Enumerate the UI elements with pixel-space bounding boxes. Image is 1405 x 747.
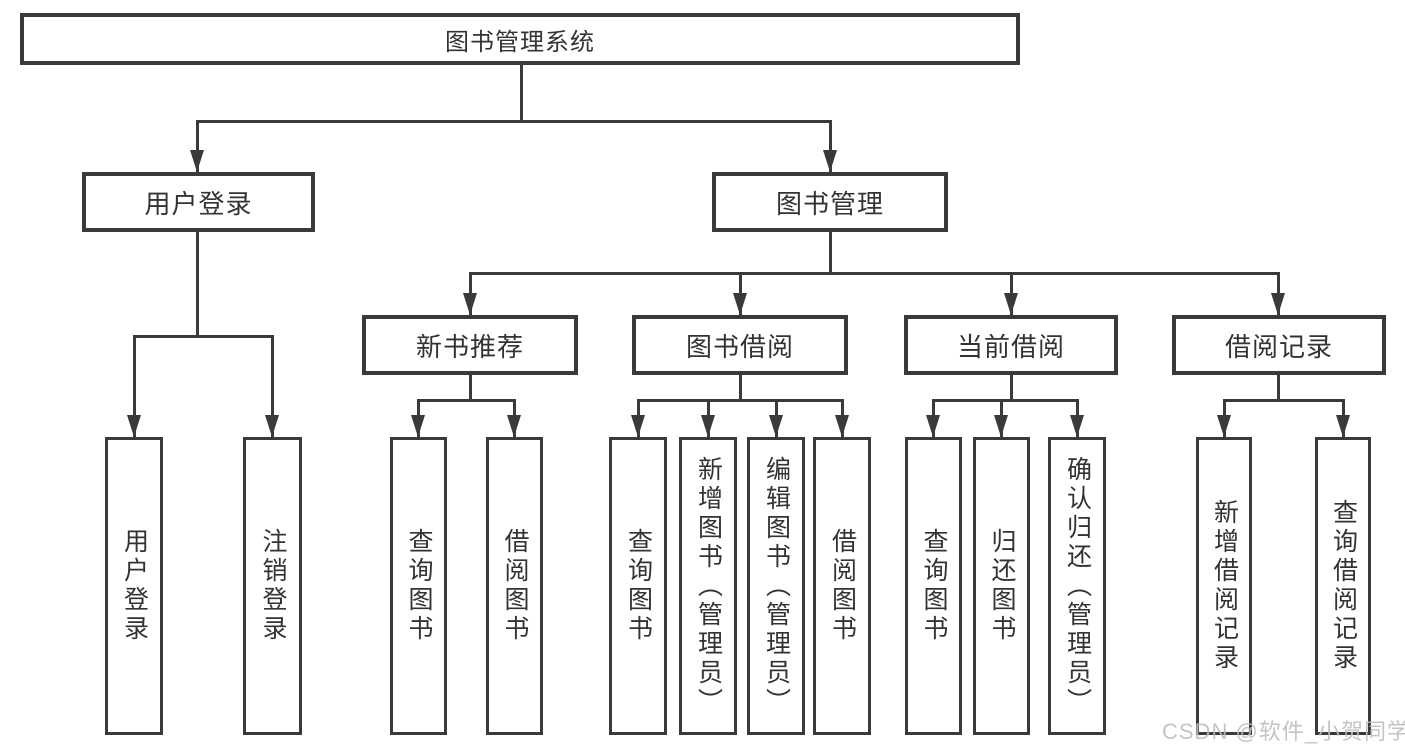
arrow-down-icon [190,150,204,172]
connector-hline [637,399,844,402]
leaf-user-login: 用户登录 [105,437,163,735]
leaf-records-add-record: 新增借阅记录 [1196,437,1252,735]
connector-vline [1277,375,1280,399]
arrow-down-icon [631,415,645,437]
arrow-down-icon [835,415,849,437]
connector-hline [417,399,516,402]
leaf-borrow-borrow-books: 借阅图书 [813,437,871,735]
arrow-down-icon [507,415,521,437]
arrow-down-icon [411,415,425,437]
leaf-borrow-edit-books-admin: 编辑图书（管理员） [747,437,805,735]
csdn-watermark: CSDN @软件_小贺同学 [1162,719,1405,744]
connector-vline [196,232,199,335]
leaf-newbook-query-books: 查询图书 [390,437,447,735]
connector-hline [133,335,274,338]
connector-vline [829,232,832,272]
leaf-logout: 注销登录 [243,437,302,735]
connector-vline [520,65,523,120]
arrow-down-icon [926,415,940,437]
node-borrow-records: 借阅记录 [1172,315,1386,375]
leaf-borrow-add-books-admin: 新增图书（管理员） [679,437,737,735]
arrow-down-icon [701,415,715,437]
arrow-down-icon [769,415,783,437]
arrow-down-icon [1070,415,1084,437]
leaf-current-query-books: 查询图书 [905,437,962,735]
connector-hline [1223,399,1345,402]
arrow-down-icon [1271,293,1285,315]
arrow-down-icon [1336,415,1350,437]
connector-vline [1010,375,1013,399]
node-new-book-recommend: 新书推荐 [362,315,578,375]
connector-vline [829,120,832,172]
connector-hline [196,120,832,123]
connector-hline [469,272,1280,275]
node-book-management: 图书管理 [712,172,948,232]
arrow-down-icon [127,415,141,437]
arrow-down-icon [1217,415,1231,437]
arrow-down-icon [733,293,747,315]
leaf-newbook-borrow-books: 借阅图书 [486,437,543,735]
node-book-borrow: 图书借阅 [632,315,848,375]
leaf-current-confirm-return-admin: 确认归还（管理员） [1048,437,1106,735]
node-library-management-system: 图书管理系统 [20,13,1020,65]
arrow-down-icon [265,415,279,437]
connector-vline [739,375,742,399]
arrow-down-icon [994,415,1008,437]
connector-vline [271,335,274,437]
connector-vline [133,335,136,437]
node-current-borrow: 当前借阅 [904,315,1118,375]
node-user-login: 用户登录 [82,172,315,232]
connector-vline [196,120,199,172]
arrow-down-icon [1004,293,1018,315]
leaf-borrow-query-books: 查询图书 [609,437,667,735]
leaf-current-return-books: 归还图书 [973,437,1030,735]
connector-hline [932,399,1079,402]
leaf-records-query-record: 查询借阅记录 [1315,437,1371,735]
arrow-down-icon [463,293,477,315]
connector-vline [469,375,472,399]
arrow-down-icon [823,150,837,172]
